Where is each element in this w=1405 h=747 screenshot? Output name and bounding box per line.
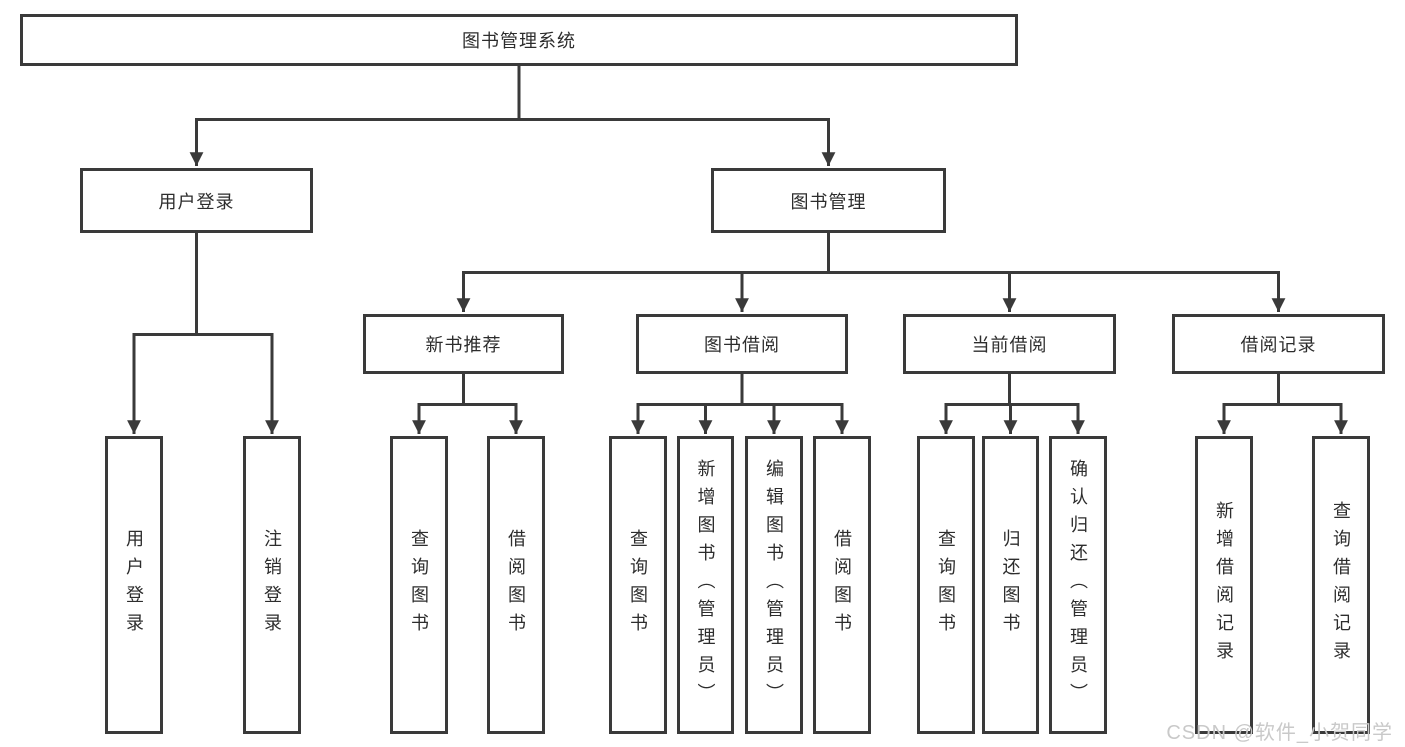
- node-user-login-label: 用户登录: [158, 191, 235, 212]
- node-new-book-recommend-label: 新书推荐: [425, 335, 502, 355]
- node-book-management: 图书管理: [711, 168, 946, 233]
- node-borrow-records: 借阅记录: [1172, 314, 1385, 374]
- leaf-borrow-books-recommend-label: 借阅图书: [506, 529, 526, 641]
- leaf-user-login: 用户登录: [105, 436, 163, 734]
- leaf-edit-books-admin: 编辑图书（管理员）: [745, 436, 803, 734]
- leaf-query-books-current-label: 查询图书: [936, 529, 956, 641]
- node-current-borrow: 当前借阅: [903, 314, 1116, 374]
- node-borrow-records-label: 借阅记录: [1240, 335, 1317, 355]
- leaf-return-books-label: 归还图书: [1000, 529, 1021, 641]
- leaf-query-books-recommend: 查询图书: [390, 436, 448, 734]
- leaf-add-books-admin-label: 新增图书（管理员）: [695, 459, 716, 711]
- connector-borrow-records-branch: [1217, 374, 1348, 434]
- connector-user-login-branch: [127, 233, 279, 434]
- leaf-borrow-books: 借阅图书: [813, 436, 871, 734]
- leaf-query-books-recommend-label: 查询图书: [409, 529, 429, 641]
- leaf-borrow-books-label: 借阅图书: [832, 529, 852, 641]
- node-book-management-label: 图书管理: [790, 191, 867, 212]
- node-book-borrow: 图书借阅: [636, 314, 848, 374]
- connector-root-to-level2: [189, 66, 836, 166]
- leaf-query-borrow-record-label: 查询借阅记录: [1331, 501, 1351, 669]
- leaf-confirm-return-admin: 确认归还（管理员）: [1049, 436, 1107, 734]
- connector-book-management-branch: [456, 233, 1286, 312]
- node-root: 图书管理系统: [20, 14, 1018, 66]
- leaf-edit-books-admin-label: 编辑图书（管理员）: [764, 459, 784, 711]
- leaf-add-borrow-record: 新增借阅记录: [1195, 436, 1253, 734]
- leaf-return-books: 归还图书: [982, 436, 1039, 734]
- connector-current-borrow-branch: [939, 374, 1085, 434]
- connector-new-book-branch: [412, 374, 523, 434]
- leaf-logout-label: 注销登录: [262, 529, 282, 641]
- node-book-borrow-label: 图书借阅: [704, 335, 780, 355]
- leaf-query-books-current: 查询图书: [917, 436, 975, 734]
- csdn-watermark: CSDN @软件_小贺同学: [1166, 722, 1393, 744]
- leaf-logout: 注销登录: [243, 436, 301, 734]
- leaf-query-books-borrow: 查询图书: [609, 436, 667, 734]
- leaf-user-login-label: 用户登录: [124, 529, 144, 641]
- node-current-borrow-label: 当前借阅: [971, 335, 1048, 355]
- node-new-book-recommend: 新书推荐: [363, 314, 564, 374]
- leaf-confirm-return-admin-label: 确认归还（管理员）: [1068, 459, 1088, 711]
- leaf-add-borrow-record-label: 新增借阅记录: [1214, 501, 1234, 669]
- node-root-label: 图书管理系统: [462, 31, 576, 51]
- node-user-login: 用户登录: [80, 168, 313, 233]
- leaf-borrow-books-recommend: 借阅图书: [487, 436, 545, 734]
- leaf-add-books-admin: 新增图书（管理员）: [677, 436, 734, 734]
- connector-book-borrow-branch: [631, 374, 849, 434]
- leaf-query-books-borrow-label: 查询图书: [628, 529, 648, 641]
- leaf-query-borrow-record: 查询借阅记录: [1312, 436, 1370, 734]
